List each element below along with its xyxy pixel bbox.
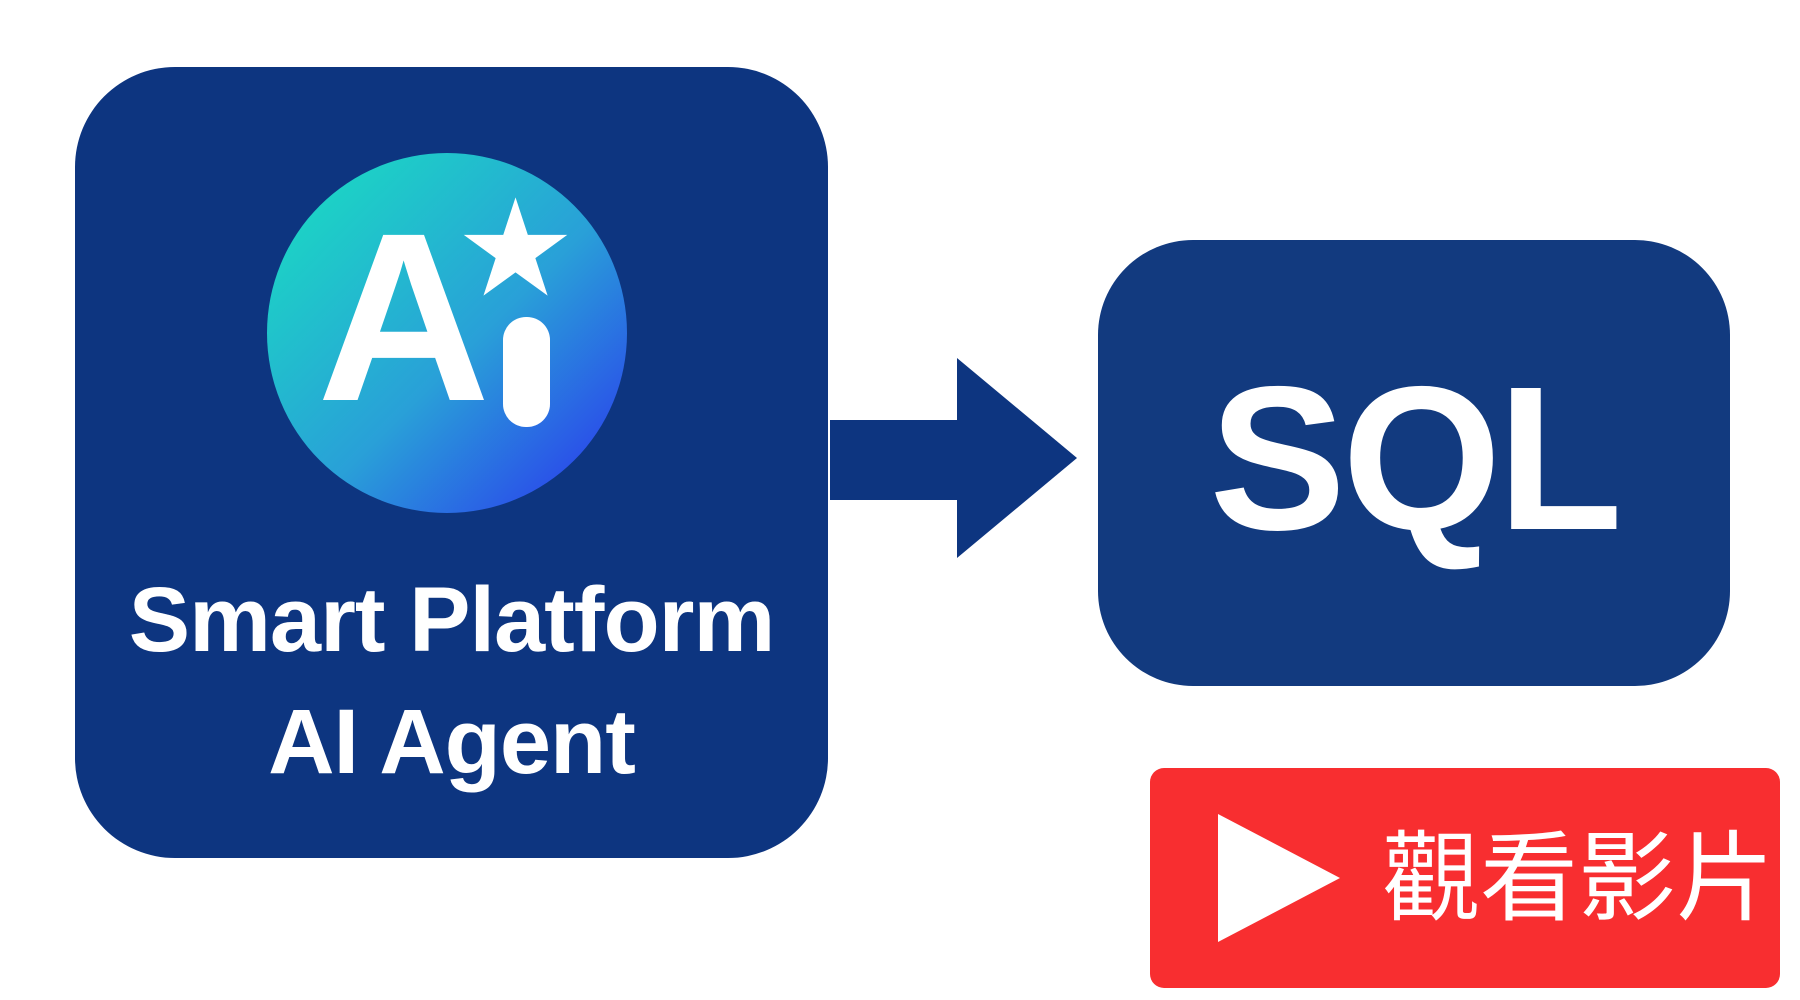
sql-box: SQL [1098, 240, 1730, 686]
ai-logo-i-stem [503, 317, 550, 427]
agent-card-title-line1: Smart Platform [128, 569, 776, 671]
star-icon: ★ [455, 173, 577, 324]
watch-video-label: 觀看影片 [1382, 823, 1775, 933]
agent-card-title: Smart Platform AI Agent [75, 559, 828, 803]
agent-card-title-line2: AI Agent [268, 691, 636, 793]
right-arrow-head-icon [957, 358, 1077, 558]
watch-video-button[interactable]: 觀看影片 [1150, 768, 1780, 988]
sql-label: SQL [1209, 343, 1622, 573]
play-icon [1218, 814, 1340, 942]
right-arrow-icon [830, 420, 957, 500]
agent-card: A ★ Smart Platform AI Agent [75, 67, 828, 858]
ai-logo-letter: A [317, 183, 491, 451]
ai-logo-circle: A ★ [267, 153, 627, 513]
